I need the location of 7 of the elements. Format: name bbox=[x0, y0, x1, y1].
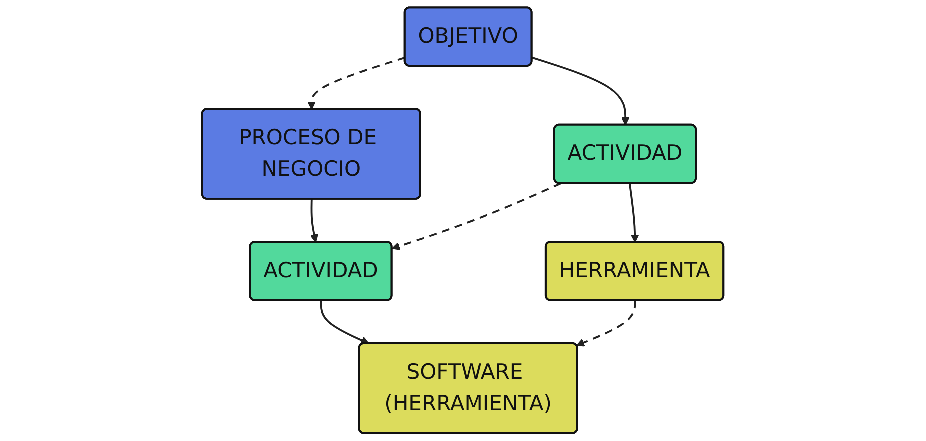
arrow bbox=[576, 300, 636, 347]
arrow bbox=[308, 56, 406, 110]
arrow bbox=[320, 300, 370, 345]
arrow bbox=[628, 184, 640, 243]
arrow bbox=[310, 199, 319, 243]
arrow bbox=[532, 56, 630, 126]
arrow bbox=[392, 182, 562, 250]
